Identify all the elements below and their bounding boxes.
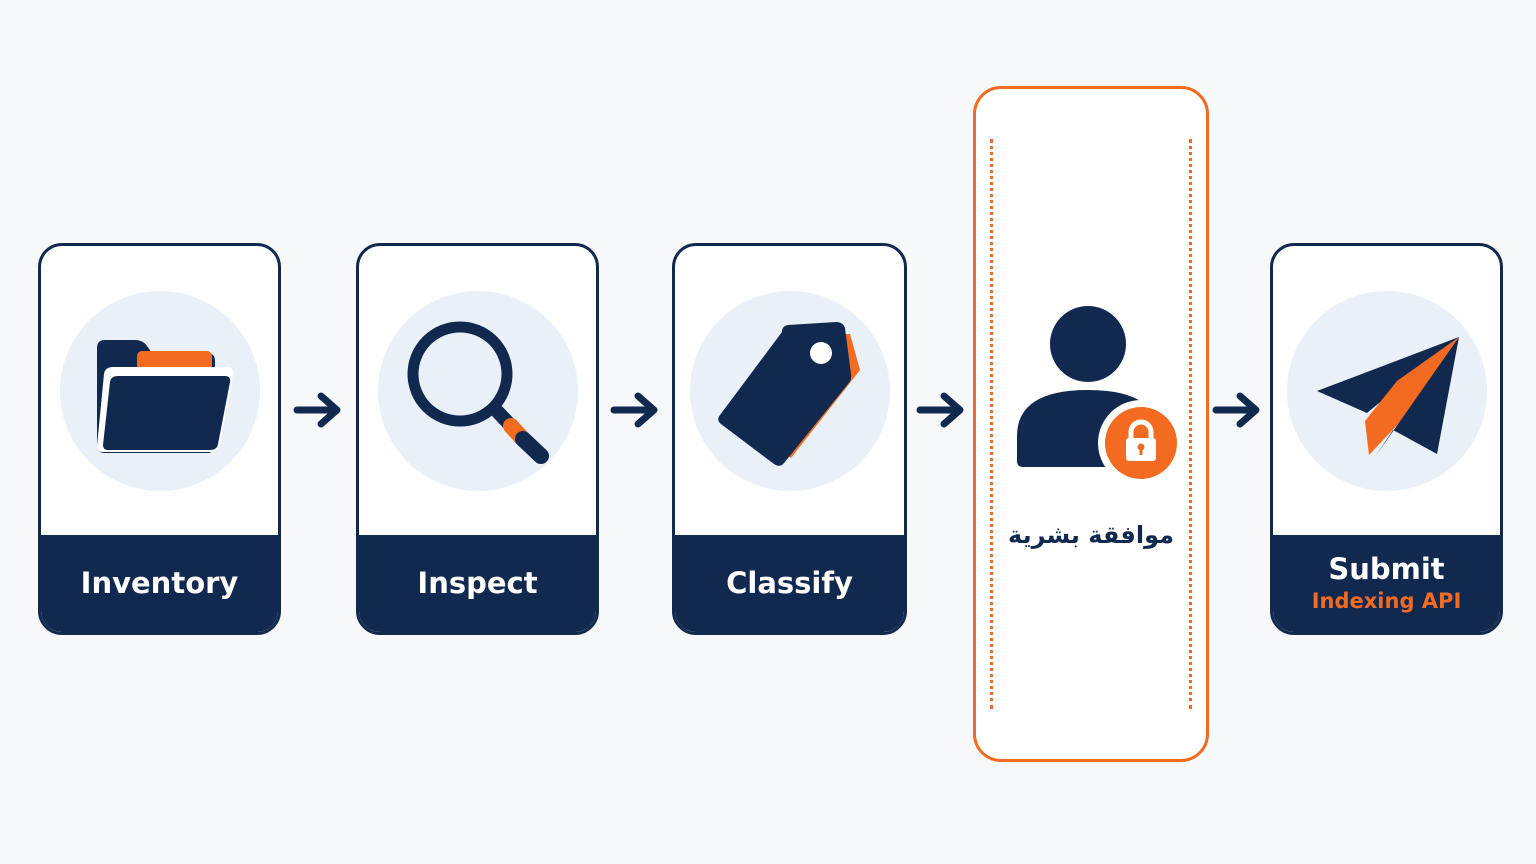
paper-plane-icon	[1316, 337, 1459, 457]
step-label: Inspect	[417, 565, 538, 600]
step-inspect: Inspect	[356, 243, 599, 635]
step-label: Classify	[726, 565, 853, 600]
dotted-line-left	[990, 139, 993, 709]
person-lock-icon	[1017, 306, 1182, 486]
step-sublabel: Indexing API	[1311, 588, 1462, 613]
step-label: Inventory	[80, 565, 239, 600]
step-label-band: Classify	[675, 535, 904, 632]
arrow-right-icon	[916, 392, 964, 428]
step-label: موافقة بشرية	[1008, 521, 1174, 549]
step-classify: Classify	[672, 243, 907, 635]
folder-icon-circle	[59, 291, 260, 491]
step-label-band: Submit Indexing API	[1273, 535, 1500, 632]
step-inventory: Inventory	[38, 243, 281, 635]
tag-icon-circle	[689, 291, 890, 491]
arrow-right-icon	[1212, 392, 1260, 428]
step-label: Submit	[1328, 552, 1445, 587]
arrow-right-icon	[293, 392, 341, 428]
folder-icon	[96, 340, 233, 453]
step-label-band: Inventory	[41, 535, 278, 632]
magnifier-icon-circle	[377, 291, 578, 491]
magnifier-icon	[407, 321, 549, 464]
step-submit: Submit Indexing API	[1270, 243, 1503, 635]
dotted-line-right	[1189, 139, 1192, 709]
paper-plane-icon-circle	[1286, 291, 1487, 491]
arrow-right-icon	[610, 392, 658, 428]
step-label-band: Inspect	[359, 535, 596, 632]
step-human-approval: موافقة بشرية	[973, 86, 1209, 762]
tag-icon	[717, 322, 860, 466]
